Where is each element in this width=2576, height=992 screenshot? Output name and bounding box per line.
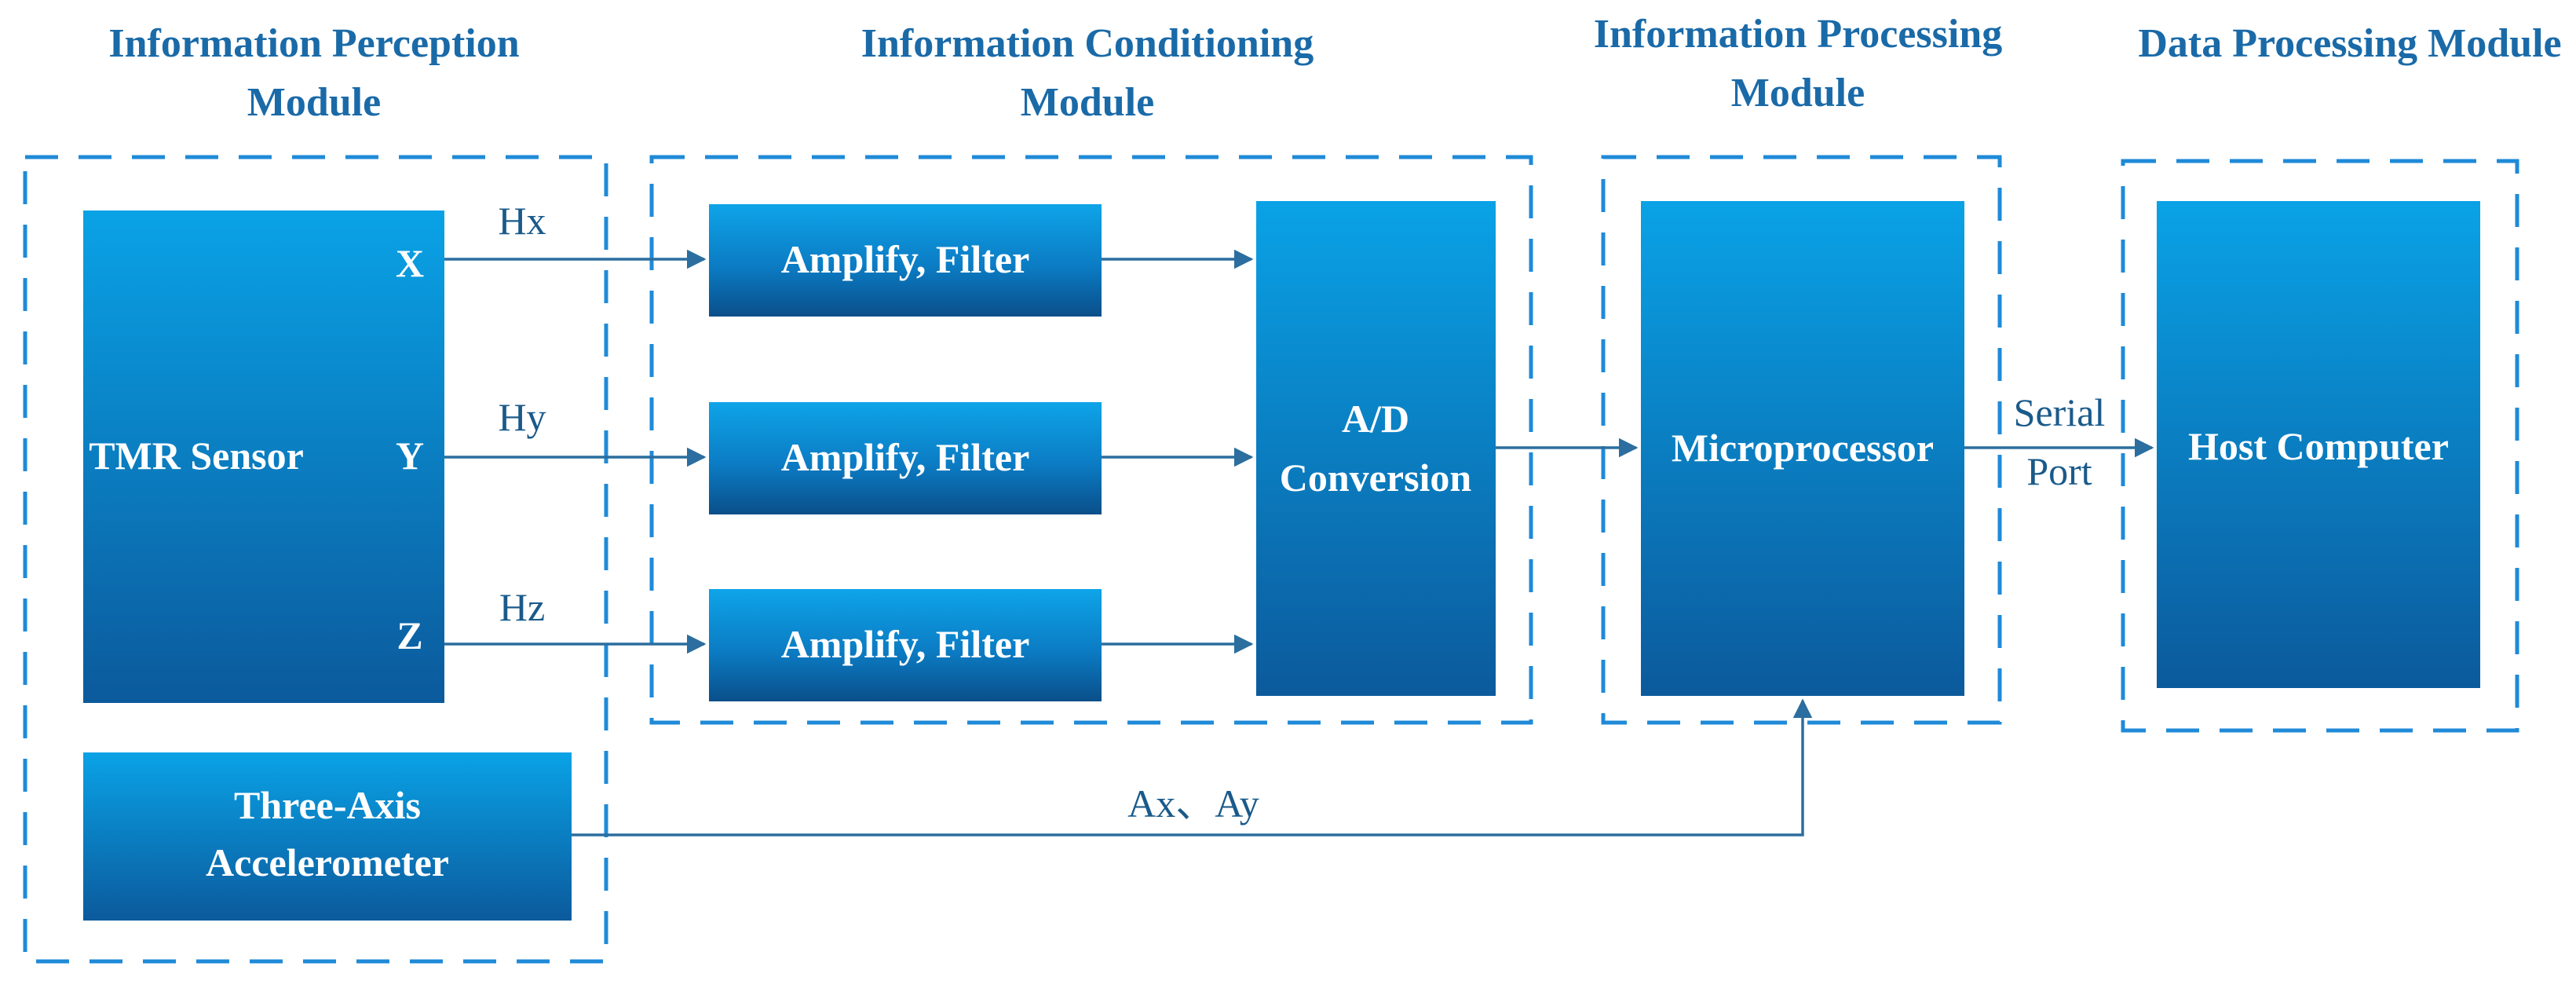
ad-conversion-block: [1256, 201, 1496, 696]
conditioning-module-boundary: [649, 155, 1533, 725]
conditioning-module-title-line1: Information Conditioning: [861, 21, 1314, 66]
perception-module-boundary: [23, 155, 608, 964]
signal-label-hz: Hz: [499, 585, 545, 629]
signal-label-hy: Hy: [498, 395, 546, 439]
ad-conversion-label-line1: A/D: [1342, 397, 1409, 441]
host-computer-label: Host Computer: [2188, 424, 2449, 468]
perception-module-title-line1: Information Perception: [108, 21, 519, 66]
perception-module-title-line2: Module: [247, 80, 381, 125]
tmr-sensor-block: [83, 210, 444, 703]
serial-port-label-line1: Serial: [2014, 390, 2106, 434]
data-module-title: Data Processing Module: [2138, 21, 2561, 66]
signal-label-accel: Ax、Ay: [1127, 782, 1259, 825]
accelerometer-block: [83, 752, 572, 921]
tmr-port-x: X: [396, 241, 424, 285]
accelerometer-label-line2: Accelerometer: [206, 840, 449, 884]
amplify-filter-label-z: Amplify, Filter: [781, 622, 1030, 666]
processing-module-title-line1: Information Processing: [1594, 12, 2002, 57]
tmr-port-y: Y: [396, 434, 424, 478]
wire-accelerometer-to-microprocessor: [572, 698, 1813, 836]
amplify-filter-block-x: [709, 204, 1102, 317]
amplify-filter-block-z: [709, 589, 1102, 701]
host-computer-block: [2157, 201, 2480, 688]
tmr-sensor-label: TMR Sensor: [89, 434, 304, 478]
microprocessor-label: Microprocessor: [1672, 426, 1934, 470]
amplify-filter-block-y: [709, 402, 1102, 514]
processing-module-title-line2: Module: [1731, 71, 1865, 115]
conditioning-module-title-line2: Module: [1021, 80, 1154, 125]
accelerometer-label-line1: Three-Axis: [234, 783, 421, 827]
signal-label-hx: Hx: [498, 199, 546, 243]
serial-port-label-line2: Port: [2026, 449, 2092, 493]
tmr-port-z: Z: [396, 613, 422, 657]
ad-conversion-label-line2: Conversion: [1280, 456, 1472, 500]
amplify-filter-label-y: Amplify, Filter: [781, 435, 1030, 479]
amplify-filter-label-x: Amplify, Filter: [781, 237, 1030, 281]
microprocessor-block: [1641, 201, 1964, 696]
